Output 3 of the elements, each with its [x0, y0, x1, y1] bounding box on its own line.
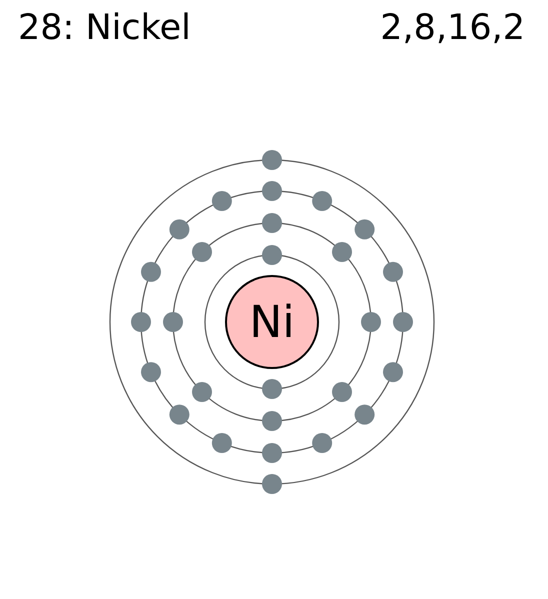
- title: 28: Nickel: [18, 8, 191, 48]
- electron-configuration: 2,8,16,2: [380, 8, 525, 48]
- nucleus-circle: Ni: [225, 275, 319, 369]
